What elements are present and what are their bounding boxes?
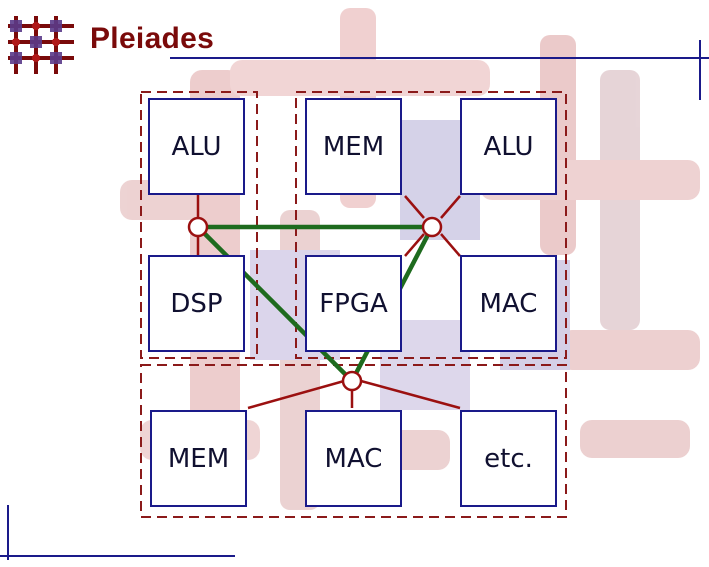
unit-alu-box: ALU bbox=[148, 98, 245, 195]
unit-label: MEM bbox=[167, 443, 230, 474]
unit-label: MEM bbox=[322, 131, 385, 162]
unit-mac-box: MAC bbox=[460, 255, 557, 352]
slide-title: Pleiades bbox=[90, 22, 215, 55]
unit-mac-box: MAC bbox=[305, 410, 402, 507]
unit-mem-box: MEM bbox=[305, 98, 402, 195]
unit-label: FPGA bbox=[319, 288, 388, 319]
cluster-bottom bbox=[140, 364, 567, 518]
unit-label: ALU bbox=[483, 131, 534, 162]
lattice-cube-logo-icon bbox=[8, 16, 74, 74]
unit-fpga-box: FPGA bbox=[305, 255, 402, 352]
unit-label: MAC bbox=[479, 288, 538, 319]
switch-node bbox=[187, 216, 209, 238]
cluster-right bbox=[295, 91, 567, 359]
unit-alu-box: ALU bbox=[460, 98, 557, 195]
switch-node bbox=[341, 370, 363, 392]
unit-etc-box: etc. bbox=[460, 410, 557, 507]
unit-label: ALU bbox=[171, 131, 222, 162]
unit-label: MAC bbox=[324, 443, 383, 474]
switch-node bbox=[421, 216, 443, 238]
unit-label: etc. bbox=[484, 443, 533, 474]
unit-mem-box: MEM bbox=[150, 410, 247, 507]
unit-label: DSP bbox=[170, 288, 223, 319]
unit-dsp-box: DSP bbox=[148, 255, 245, 352]
